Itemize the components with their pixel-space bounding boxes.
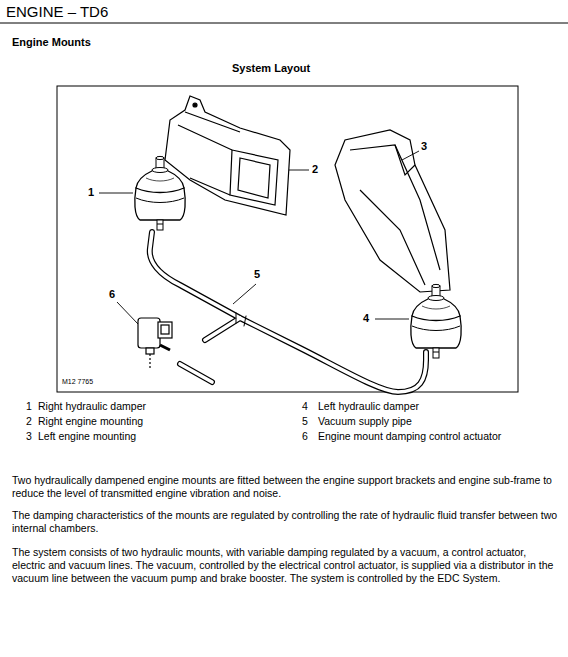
legend-text: Left engine mounting [38,430,136,443]
legend-text: Vacuum supply pipe [318,415,412,428]
legend-number: 2 [26,415,32,428]
figure-frame [57,86,518,392]
legend-text: Left hydraulic damper [318,400,419,413]
left-hydraulic-damper [411,284,461,358]
control-actuator [138,318,172,368]
legend-number: 3 [26,430,32,443]
callout-number: 6 [109,288,115,301]
figure-heading: System Layout [232,62,310,75]
callout-number: 2 [312,163,318,176]
legend-text: Right hydraulic damper [38,400,146,413]
legend-number: 1 [26,400,32,413]
vacuum-supply-pipe [150,232,426,392]
section-heading: Engine Mounts [12,36,91,49]
callout-number: 1 [88,186,94,199]
body-paragraph: Two hydraulically dampened engine mounts… [12,474,558,500]
header-rule [0,23,568,24]
left-engine-mounting [335,130,450,292]
callout-number: 4 [363,312,369,325]
figure-code: M12 7765 [62,378,93,386]
right-hydraulic-damper [135,156,185,230]
legend-number: 4 [302,400,308,413]
legend-number: 6 [302,430,308,443]
leader-lines [99,151,419,324]
legend-text: Engine mount damping control actuator [318,430,501,443]
callout-number: 3 [421,140,427,153]
body-paragraph: The system consists of two hydraulic mou… [12,546,558,585]
legend-number: 5 [302,415,308,428]
legend-text: Right engine mounting [38,415,143,428]
callout-number: 5 [254,268,260,281]
body-paragraph: The damping characteristics of the mount… [12,509,558,535]
page-title: ENGINE – TD6 [6,3,108,21]
